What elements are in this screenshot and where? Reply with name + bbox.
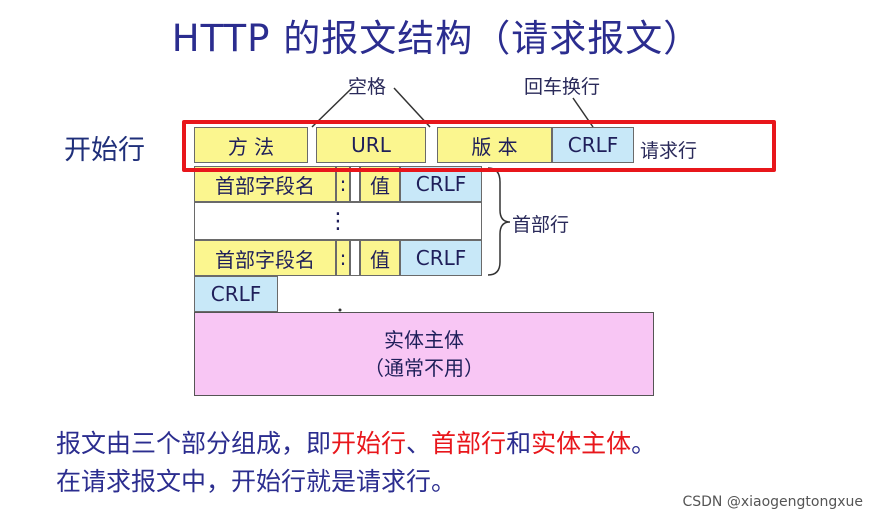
watermark-credit: CSDN @xiaogengtongxue <box>682 494 863 510</box>
start-line-label: 开始行 <box>64 135 145 166</box>
footer-line-1: 报文由三个部分组成，即开始行、首部行和实体主体。 <box>56 424 656 460</box>
header-value-cell: 值 <box>360 166 400 202</box>
entity-body-title: 实体主体 <box>384 328 464 352</box>
separator-dot <box>338 308 342 312</box>
footer-text: 和 <box>506 429 532 458</box>
footer-text: 报文由三个部分组成，即 <box>56 429 332 458</box>
url-cell: URL <box>316 127 426 163</box>
header-colon-cell: : <box>336 166 350 202</box>
header-ellipsis-row: ⋮ <box>194 202 482 240</box>
footer-text: 、 <box>406 429 432 458</box>
entity-body-block: 实体主体 （通常不用） <box>194 312 654 396</box>
footer-line-2: 在请求报文中，开始行就是请求行。 <box>56 467 457 496</box>
header-space-cell <box>350 240 360 276</box>
request-line-crlf-cell: CRLF <box>552 127 634 163</box>
crlf-note-label: 回车换行 <box>524 76 601 98</box>
method-cell: 方 法 <box>194 127 308 163</box>
footer-highlight-header-lines: 首部行 <box>431 429 507 458</box>
space-label: 空格 <box>348 76 387 98</box>
footer-highlight-entity-body: 实体主体 <box>531 429 632 458</box>
header-name-cell: 首部字段名 <box>194 166 336 202</box>
diagram-title: HTTP 的报文结构（请求报文） <box>171 17 702 60</box>
header-name-cell: 首部字段名 <box>194 240 336 276</box>
header-value-cell: 值 <box>360 240 400 276</box>
header-space-cell <box>350 166 360 202</box>
header-crlf-cell: CRLF <box>400 166 482 202</box>
header-colon-cell: : <box>336 240 350 276</box>
request-line-label: 请求行 <box>640 140 698 162</box>
version-cell: 版 本 <box>437 127 552 163</box>
footer-highlight-start-line: 开始行 <box>331 429 407 458</box>
header-crlf-cell: CRLF <box>400 240 482 276</box>
entity-body-note: （通常不用） <box>364 356 484 380</box>
footer-text: 。 <box>631 429 657 458</box>
start-line-highlight-frame <box>182 120 776 172</box>
blank-line-crlf-cell: CRLF <box>194 276 278 312</box>
header-lines-brace <box>487 167 511 276</box>
header-lines-label: 首部行 <box>512 214 570 236</box>
